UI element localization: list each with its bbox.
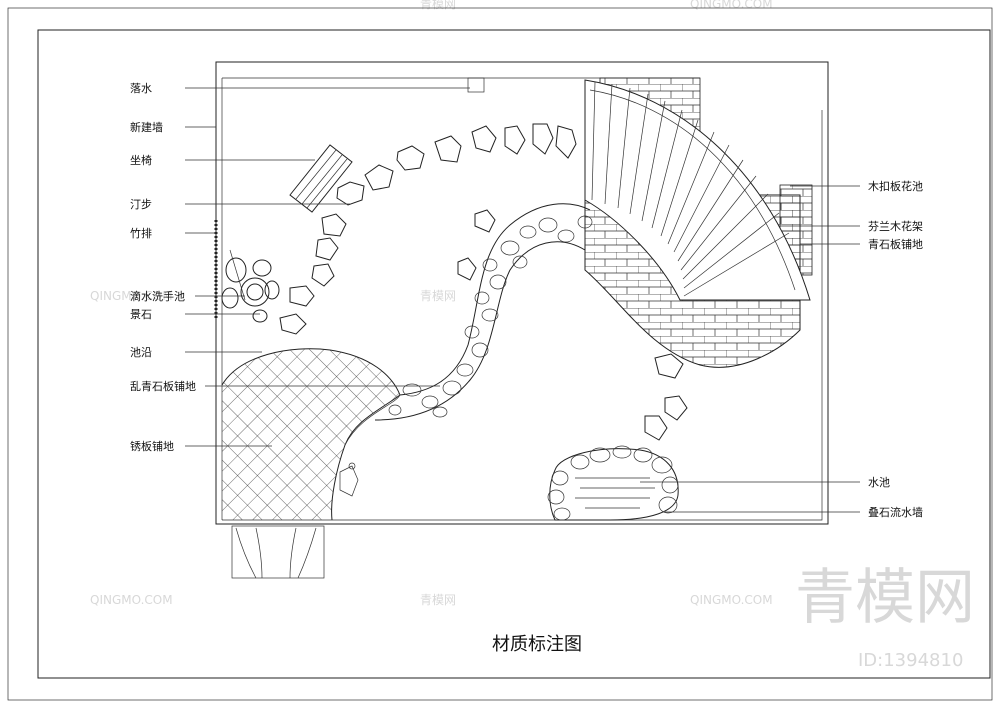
finnish-wood-pergola — [584, 79, 811, 301]
label-bamboo: 竹排 — [130, 226, 152, 240]
watermark-en: QINGMO.COM — [690, 593, 773, 607]
drawing-frame — [37, 29, 991, 679]
label-pool-edge: 池沿 — [130, 346, 152, 359]
landscape-stone — [339, 462, 359, 497]
label-stepping: 汀步 — [130, 198, 152, 211]
label-pergola: 芬兰木花架 — [868, 220, 923, 233]
label-random-bluestone: 乱青石板铺地 — [130, 379, 196, 393]
outer-frame — [7, 7, 993, 701]
watermark-id: ID:1394810 — [858, 650, 963, 671]
watermark-cn: 青模网 — [420, 289, 456, 303]
inner-boundary — [330, 110, 823, 521]
label-wash-basin: 滴水洗手池 — [130, 289, 185, 303]
label-rock-waterwall: 叠石流水墙 — [868, 505, 923, 519]
rust-plate-paving — [221, 348, 401, 521]
drawing-title: 材质标注图 — [492, 634, 582, 655]
entrance-door — [231, 525, 325, 579]
watermark-cn: 青模网 — [420, 0, 456, 11]
watermark-layer: QINGMO.COM 青模网 QINGMO.COM QINGMO.COM 青模网… — [90, 0, 975, 671]
label-rust-plate: 锈板铺地 — [130, 439, 174, 453]
bench — [289, 144, 353, 213]
label-landscape-stone: 景石 — [130, 308, 152, 321]
label-luoshui: 落水 — [130, 82, 152, 95]
label-bluestone: 青石板铺地 — [868, 237, 923, 251]
drain-box — [467, 77, 485, 93]
left-labels: 落水 新建墙 坐椅 汀步 竹排 滴水洗手池 景石 池沿 乱青石板铺地 锈板铺地 — [130, 82, 470, 453]
wash-basin — [221, 249, 280, 323]
right-labels: 木扣板花池 芬兰木花架 青石板铺地 水池 叠石流水墙 — [640, 179, 923, 519]
flagstone-path — [344, 203, 593, 446]
watermark-cn: 青模网 — [420, 593, 456, 607]
label-wood-planter: 木扣板花池 — [868, 179, 923, 193]
watermark-en: QINGMO.COM — [90, 289, 173, 303]
watermark-en: QINGMO.COM — [90, 593, 173, 607]
watermark-en: QINGMO.COM — [690, 0, 773, 11]
water-pool — [547, 445, 679, 521]
label-new-wall: 新建墙 — [130, 120, 163, 134]
label-bench: 坐椅 — [130, 153, 152, 167]
stepping-stones — [279, 123, 688, 441]
label-pool: 水池 — [868, 476, 890, 489]
watermark-big: 青模网 — [795, 563, 975, 633]
